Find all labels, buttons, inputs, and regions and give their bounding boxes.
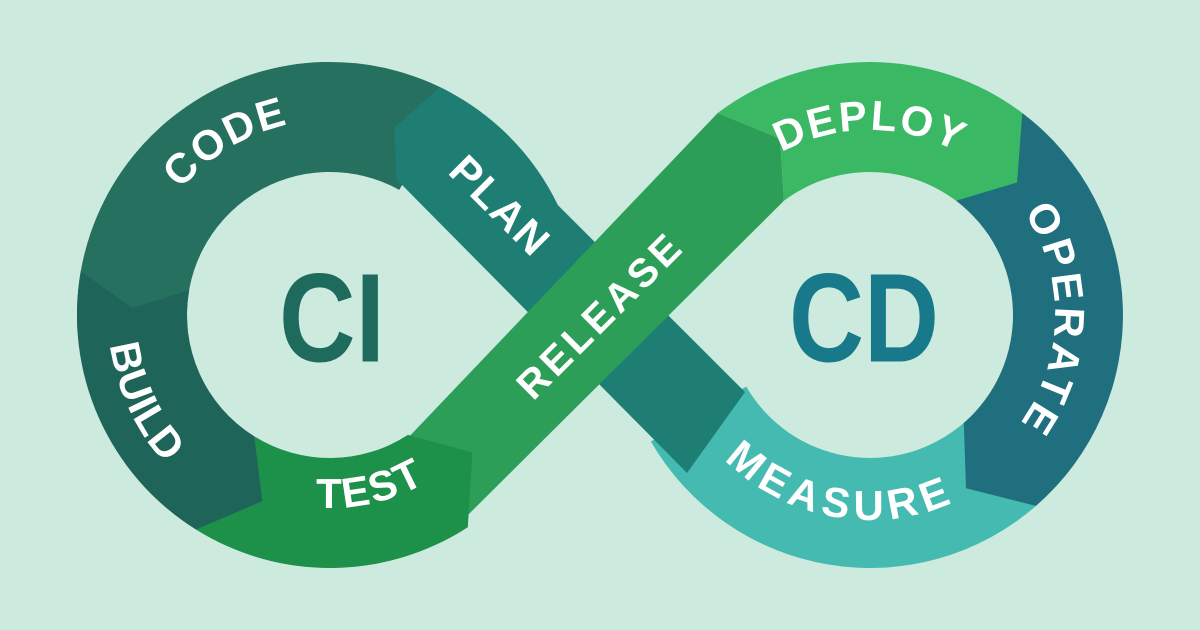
- segment-deploy: [717, 62, 1023, 201]
- ci-label: CI: [279, 248, 385, 389]
- segment-operate: [956, 113, 1123, 506]
- cd-label: CD: [789, 248, 939, 389]
- segment-build: [76, 271, 263, 530]
- segment-release: [378, 113, 784, 537]
- segment-code: [76, 61, 453, 333]
- segment-measure: [650, 386, 1036, 568]
- segment-test: [195, 434, 473, 568]
